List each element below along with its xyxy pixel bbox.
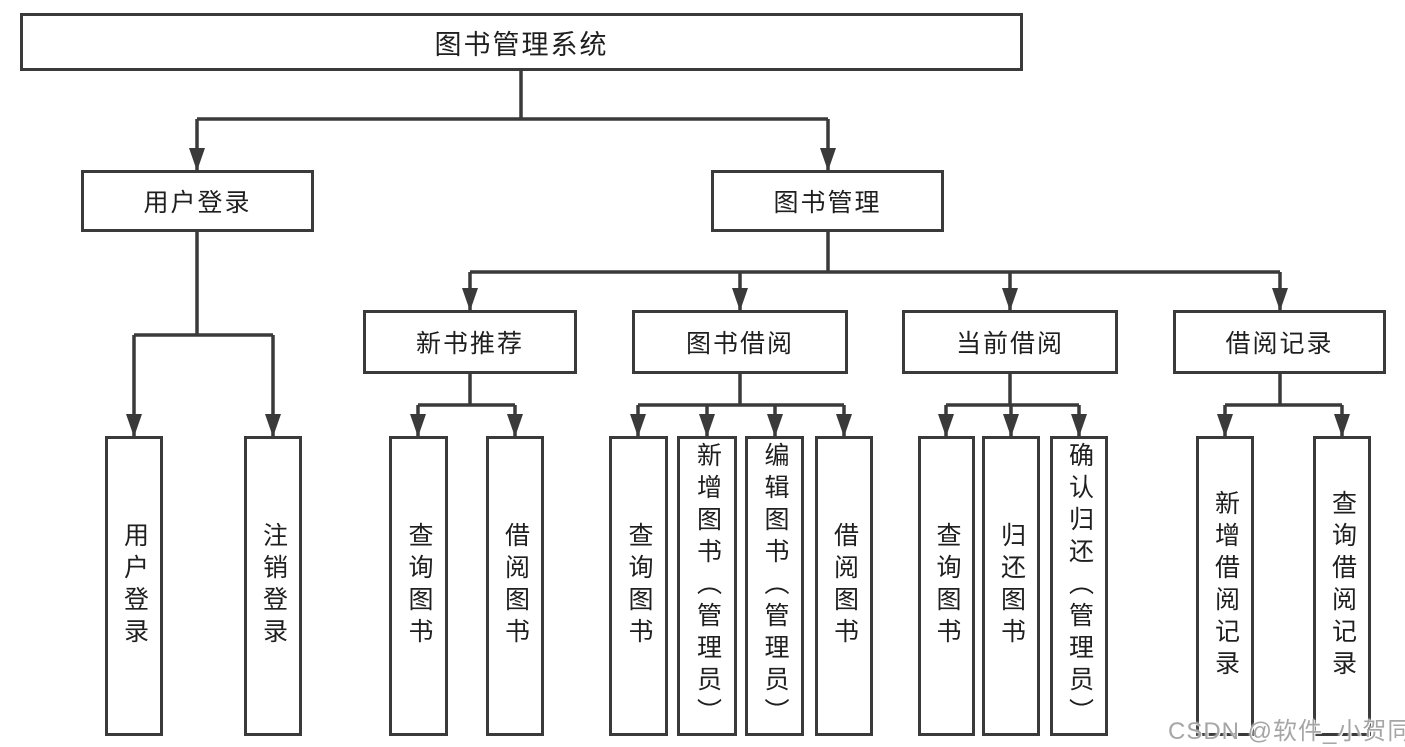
node-current-borrow-label: 当前借阅 (955, 330, 1064, 358)
node-borrow-records: 借阅记录 (1173, 310, 1386, 374)
leaf-borrow-books-label: 借阅图书 (830, 522, 859, 650)
leaf-query-books-recommend-label: 查询图书 (405, 522, 433, 650)
leaf-query-books-borrow: 查询图书 (609, 436, 668, 736)
leaf-user-login: 用户登录 (105, 436, 163, 736)
leaf-query-books-borrow-label: 查询图书 (625, 522, 653, 650)
leaf-edit-books-admin-label: 编辑图书（管理员） (761, 442, 789, 730)
leaf-add-borrow-record: 新增借阅记录 (1196, 436, 1254, 736)
node-user-login-label: 用户登录 (143, 189, 252, 217)
leaf-query-books-current-label: 查询图书 (933, 522, 961, 650)
node-book-management-label: 图书管理 (773, 189, 882, 217)
node-borrow-records-label: 借阅记录 (1225, 330, 1334, 358)
connector-new-book-split (416, 374, 517, 436)
leaf-confirm-return-admin-label: 确认归还（管理员） (1065, 442, 1094, 730)
connector-user-login-split (132, 232, 275, 436)
leaf-return-books-label: 归还图书 (997, 522, 1026, 650)
leaf-logout-login-label: 注销登录 (259, 522, 288, 650)
node-current-borrow: 当前借阅 (902, 310, 1118, 374)
leaf-user-login-label: 用户登录 (120, 522, 149, 650)
leaf-borrow-books-recommend: 借阅图书 (486, 436, 544, 736)
leaf-return-books: 归还图书 (982, 436, 1040, 736)
node-root-system: 图书管理系统 (20, 13, 1023, 71)
connector-book-borrow-split (636, 374, 846, 436)
leaf-borrow-books-recommend-label: 借阅图书 (501, 522, 530, 650)
connector-root-split (195, 71, 830, 170)
arrowheads (126, 148, 1350, 437)
leaf-add-books-admin: 新增图书（管理员） (677, 436, 737, 736)
leaf-add-borrow-record-label: 新增借阅记录 (1211, 490, 1240, 682)
node-book-borrow: 图书借阅 (632, 310, 848, 374)
leaf-query-books-recommend: 查询图书 (389, 436, 448, 736)
node-user-login: 用户登录 (81, 170, 314, 232)
node-new-book-recommend-label: 新书推荐 (415, 330, 524, 358)
node-book-management: 图书管理 (711, 170, 944, 232)
leaf-add-books-admin-label: 新增图书（管理员） (693, 442, 722, 730)
leaf-query-books-current: 查询图书 (918, 436, 975, 736)
csdn-watermark: CSDN @软件_小贺同学 (1168, 718, 1405, 745)
node-book-borrow-label: 图书借阅 (685, 330, 794, 358)
leaf-confirm-return-admin: 确认归还（管理员） (1050, 436, 1108, 736)
connector-book-management-split (468, 232, 1282, 310)
leaf-query-borrow-record: 查询借阅记录 (1313, 436, 1371, 736)
leaf-query-borrow-record-label: 查询借阅记录 (1328, 490, 1357, 682)
node-new-book-recommend: 新书推荐 (363, 310, 577, 374)
connector-borrow-record-split (1223, 374, 1344, 436)
leaf-logout-login: 注销登录 (244, 436, 302, 736)
node-root-label: 图书管理系统 (434, 29, 609, 60)
leaf-edit-books-admin: 编辑图书（管理员） (745, 436, 804, 736)
leaf-borrow-books: 借阅图书 (815, 436, 873, 736)
